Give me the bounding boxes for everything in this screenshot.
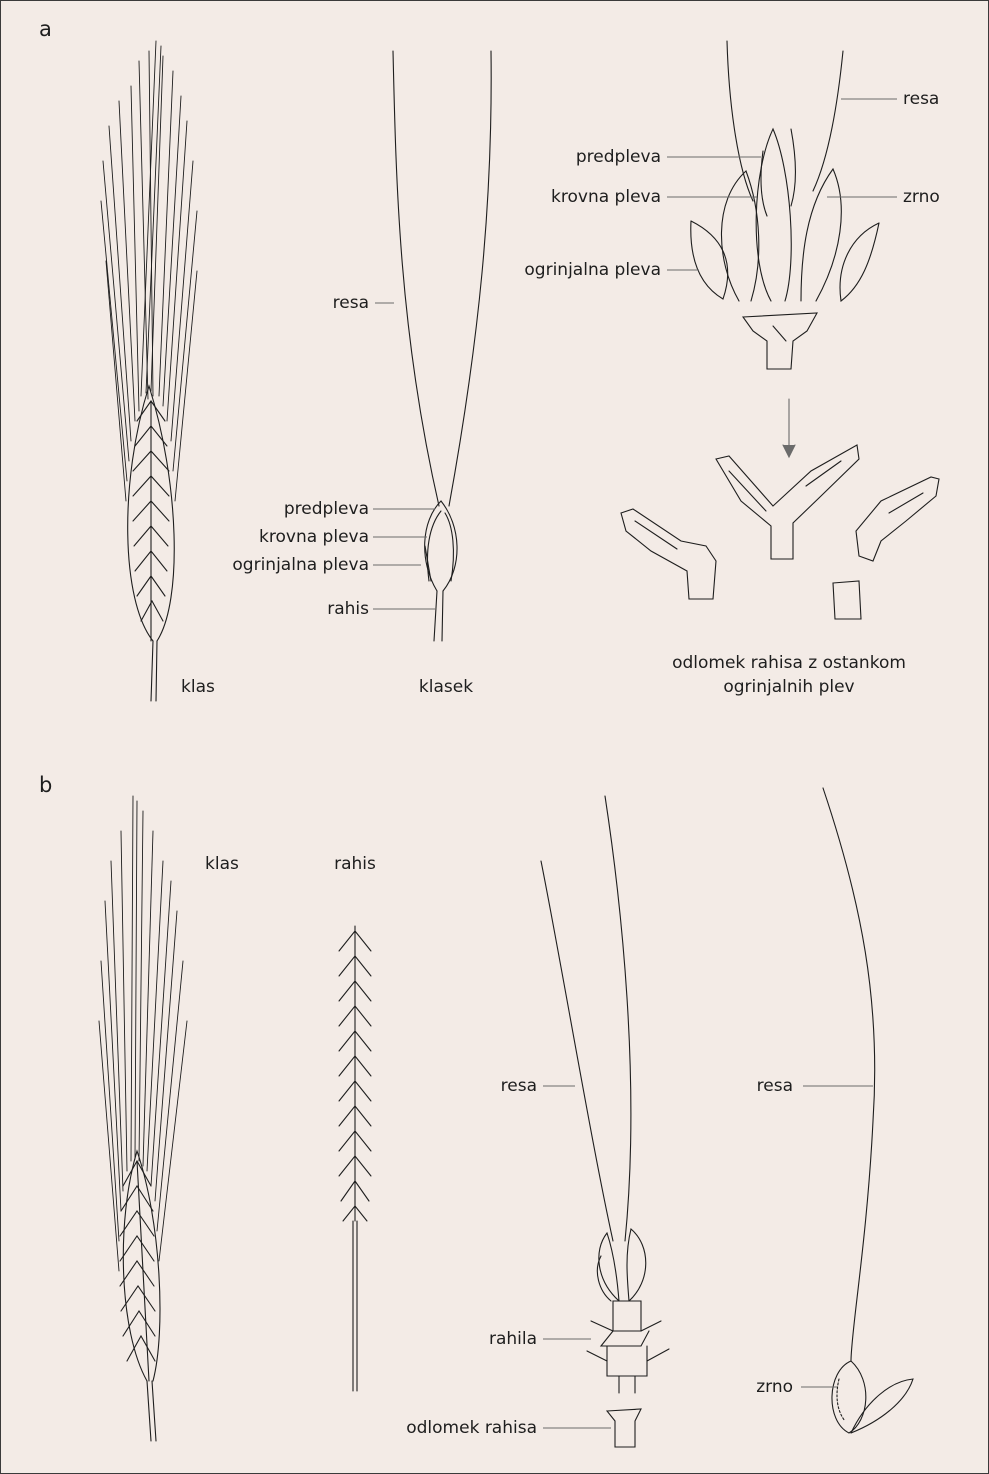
rachis-fragment-label: odlomek rahisa [357, 1418, 537, 1438]
rachilla-label: rahila [417, 1329, 537, 1349]
rachis-b-label: rahis [323, 854, 387, 874]
fragment-caption-line-1: odlomek rahisa z ostankom [619, 651, 959, 675]
grain-b-drawing [823, 788, 913, 1433]
ear-a-label: klas [181, 677, 215, 697]
down-arrow-icon [783, 399, 795, 457]
spikelet-a-rachis-label: rahis [269, 599, 369, 619]
barley-ear-b-drawing [99, 796, 187, 1441]
spikelet-b-drawing [541, 796, 669, 1447]
panel-a-letter: a [39, 17, 52, 41]
leader-lines [373, 99, 897, 1428]
spikelet-a-lemma-label: krovna pleva [209, 527, 369, 547]
spikelet-a-label: klasek [401, 677, 491, 697]
dissection-awn-label: resa [903, 89, 939, 109]
barley-ear-a-drawing [101, 41, 197, 701]
panel-b-letter: b [39, 773, 52, 797]
dissection-palea-label: predpleva [501, 147, 661, 167]
spikelet-b-awn-label: resa [437, 1076, 537, 1096]
triplet-dissection-drawing [691, 41, 879, 369]
grain-b-awn-label: resa [693, 1076, 793, 1096]
spikelet-a-glume-label: ogrinjalna pleva [189, 555, 369, 575]
spikelet-a-palea-label: predpleva [209, 499, 369, 519]
spikelet-a-awn-label: resa [269, 293, 369, 313]
spikelet-a-drawing [393, 51, 491, 641]
dissection-grain-label: zrno [903, 187, 940, 207]
grain-b-label: zrno [693, 1377, 793, 1397]
fragment-caption-line-2: ogrinjalnih plev [619, 675, 959, 699]
dissection-glume-label: ogrinjalna pleva [481, 260, 661, 280]
fragment-caption: odlomek rahisa z ostankom ogrinjalnih pl… [619, 651, 959, 699]
dissection-lemma-label: krovna pleva [501, 187, 661, 207]
rachis-fragments-drawing [621, 445, 939, 619]
ear-b-label: klas [205, 854, 239, 874]
rachis-b-drawing [339, 926, 371, 1391]
